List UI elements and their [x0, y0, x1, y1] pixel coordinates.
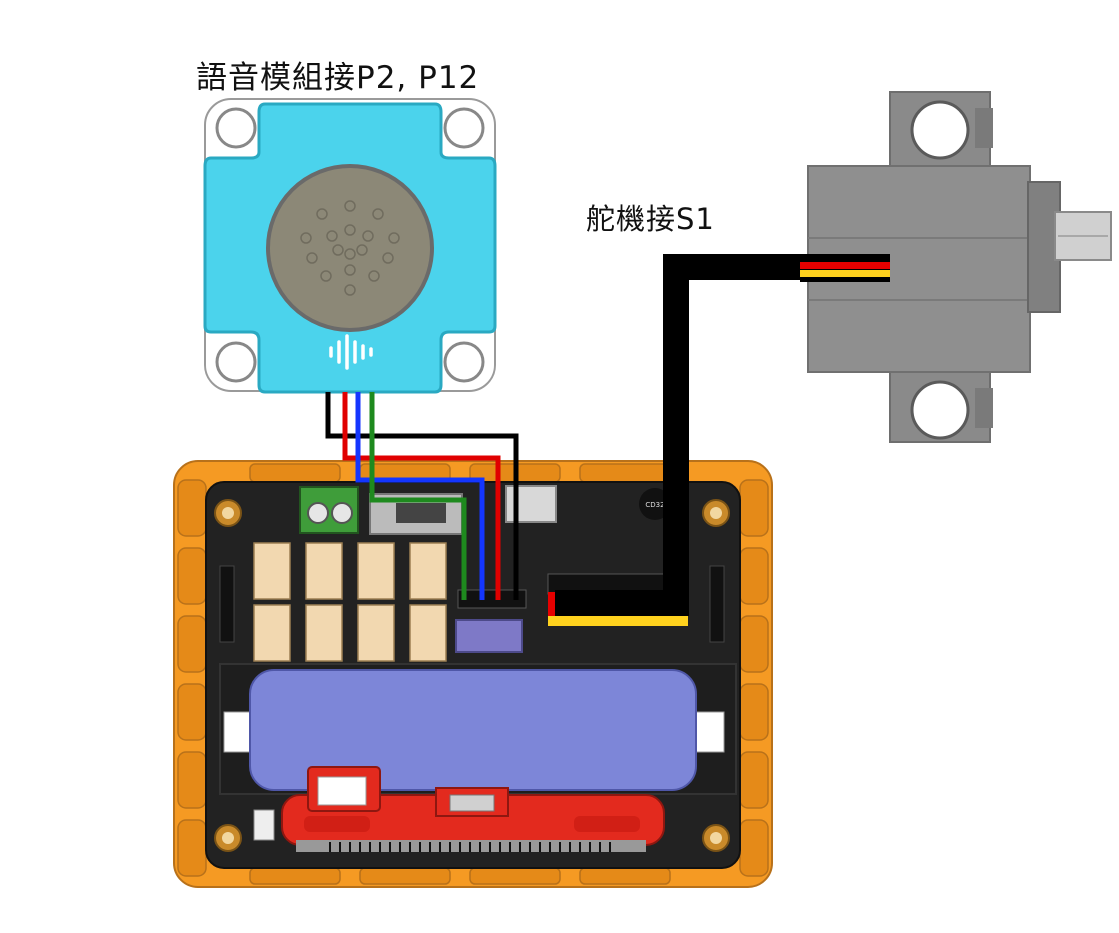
chip-text: CD32: [645, 501, 664, 509]
voice-module: [205, 99, 495, 392]
main-board: CD32: [206, 482, 740, 868]
